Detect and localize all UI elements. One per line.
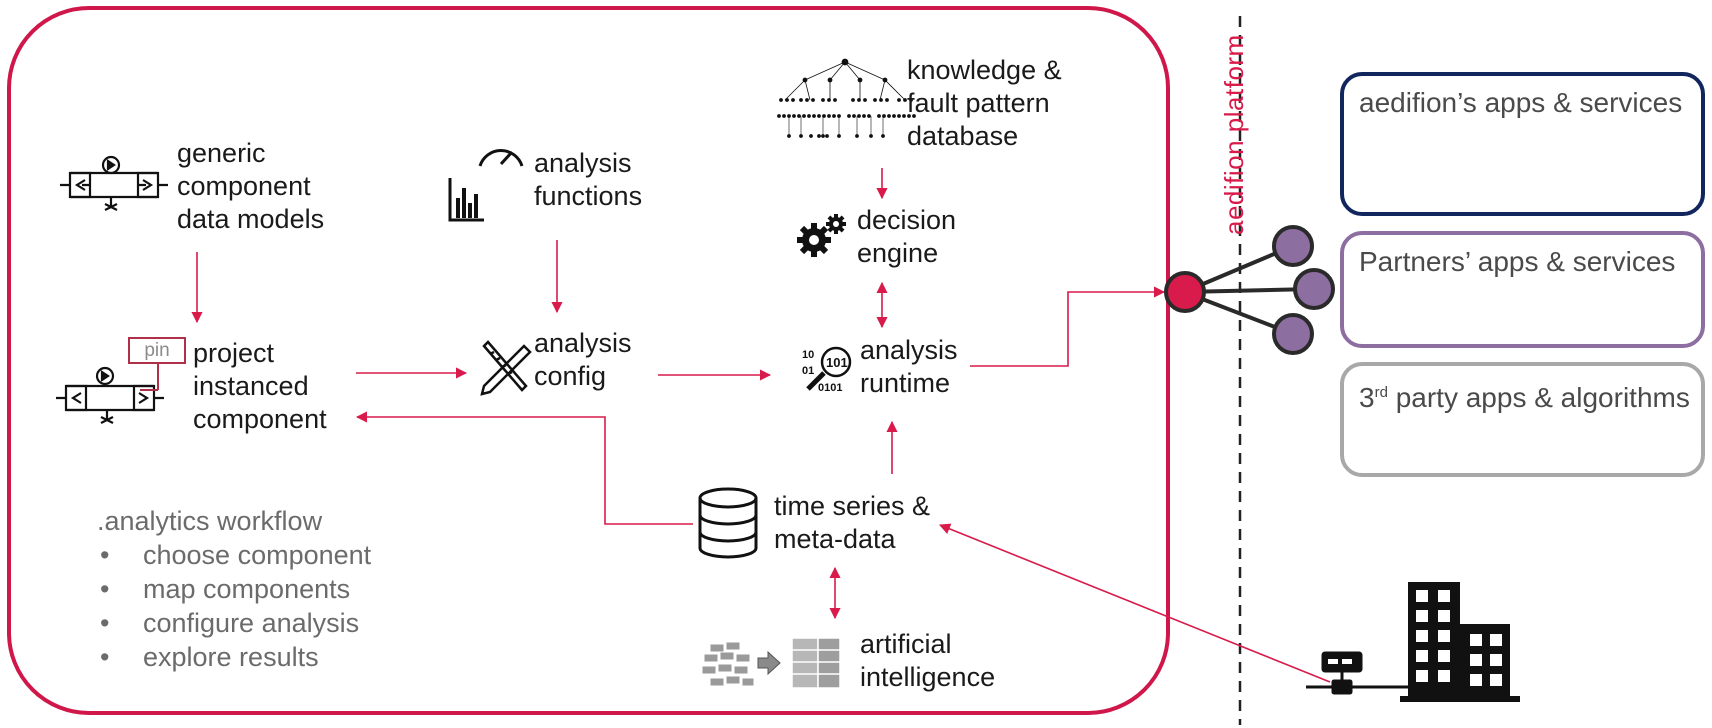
workflow-step-2: map components [97,572,371,606]
component-model-icon [60,155,168,211]
arrow-timeseries-to-project [355,411,693,525]
runtime-line-2: runtime [860,368,951,398]
config-line-1: analysis [534,328,632,358]
generic-component-label: generic component data models [177,137,324,236]
pin-badge: pin [128,337,186,364]
generic-line-1: generic [177,138,266,168]
ai-label: artificial intelligence [860,628,995,694]
functions-line-1: analysis [534,148,632,178]
config-line-2: config [534,361,607,391]
decision-line-1: decision [857,205,957,235]
aedifion-apps-card[interactable]: aedifion’s apps & services [1340,72,1705,216]
project-line-2: instanced [193,371,309,401]
analysis-config-label: analysis config [534,327,632,393]
generic-line-3: data models [177,204,325,234]
hub-node-middle [1293,268,1335,310]
analysis-functions-label: analysis functions [534,147,642,213]
third-party-rest: party apps & algorithms [1387,382,1690,413]
aedifion-apps-title: aedifion’s apps & services [1359,87,1683,118]
runtime-line-1: analysis [860,335,958,365]
workflow-list: .analytics workflow choose component map… [97,504,371,674]
knowledge-line-2: fault pattern [907,88,1050,118]
bin-0101: 0101 [818,382,842,394]
workflow-step-4: explore results [97,640,371,674]
bin-101: 101 [826,355,848,370]
platform-frame [7,6,1170,715]
gateway-device-icon [1306,651,1412,695]
partners-apps-card[interactable]: Partners’ apps & services [1340,231,1705,348]
timeseries-line-2: meta-data [774,524,896,554]
functions-line-2: functions [534,181,643,211]
hub-center-node [1164,271,1206,313]
ai-line-2: intelligence [860,662,996,692]
gears-icon [797,214,846,257]
project-component-label: project instanced component [193,337,327,436]
bin-10: 10 [802,349,814,361]
partners-apps-title: Partners’ apps & services [1359,246,1676,277]
workflow-step-3: configure analysis [97,606,371,640]
building-icon [1400,582,1520,702]
arrow-building-to-timeseries [938,523,1331,683]
pencil-ruler-icon [480,340,532,396]
tree-database-icon [777,58,916,138]
third-party-sup: rd [1374,384,1388,401]
binary-search-icon: 10 01 101 0101 [802,346,852,394]
knowledge-database-label: knowledge & fault pattern database [907,54,1062,153]
bin-01: 01 [802,365,814,377]
knowledge-line-3: database [907,121,1019,151]
hub-node-top [1272,225,1314,267]
workflow-step-1: choose component [97,538,371,572]
timeseries-label: time series & meta-data [774,490,930,556]
ai-cubes-icon [701,637,841,689]
gauge-chart-icon [448,149,524,222]
project-line-3: component [193,404,327,434]
workflow-title: .analytics workflow [97,506,323,536]
knowledge-line-1: knowledge & [907,55,1062,85]
ai-line-1: artificial [860,629,952,659]
project-line-1: project [193,338,275,368]
arrow-runtime-to-hub [970,286,1166,367]
third-party-apps-card[interactable]: 3rd party apps & algorithms [1340,362,1705,477]
decision-line-2: engine [857,238,939,268]
flow-arrows [191,168,1331,683]
generic-line-2: component [177,171,311,201]
analysis-runtime-label: analysis runtime [860,334,958,400]
database-icon [698,487,758,559]
hub-node-bottom [1272,313,1314,355]
third-party-num: 3 [1359,382,1375,413]
decision-engine-label: decision engine [857,204,956,270]
project-component-icon [56,366,164,424]
timeseries-line-1: time series & [774,491,931,521]
platform-label: aedifion platform [1219,34,1249,235]
third-party-apps-title: 3rd party apps & algorithms [1359,377,1690,414]
